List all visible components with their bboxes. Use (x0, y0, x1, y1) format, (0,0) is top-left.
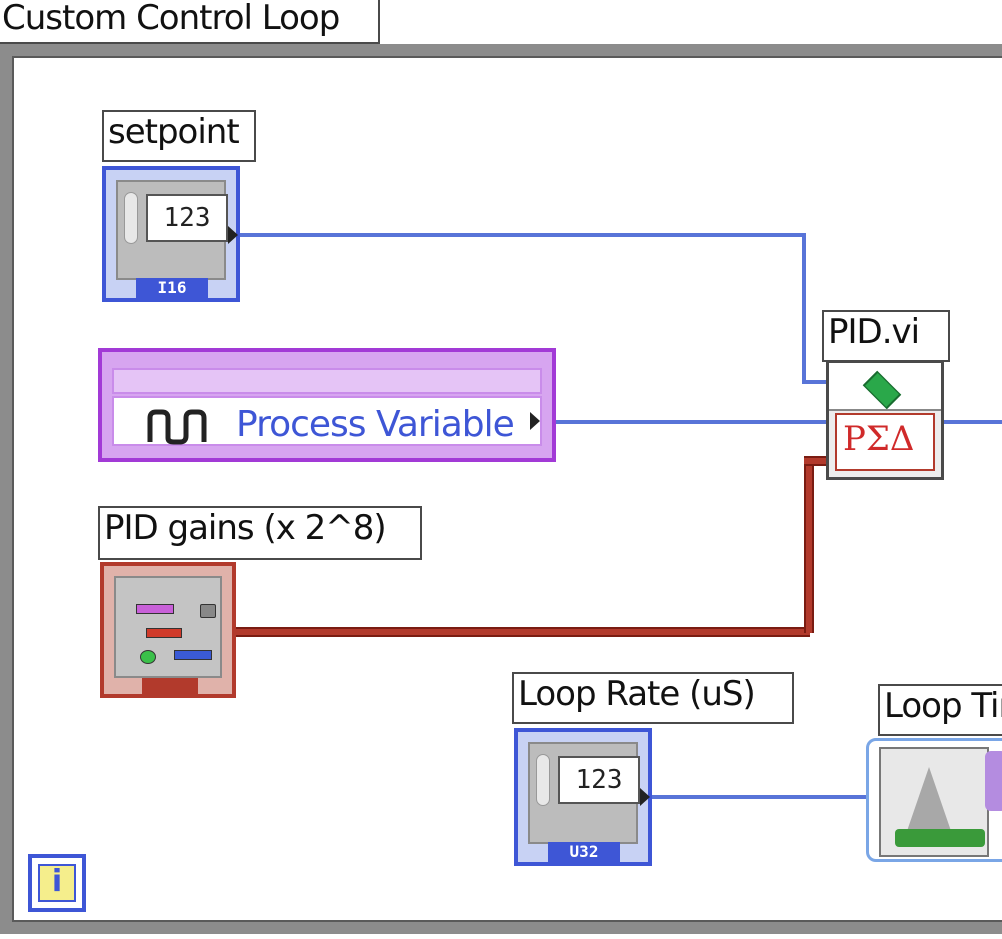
loop-rate-control-body: 123 (528, 742, 640, 844)
setpoint-label: setpoint (102, 110, 256, 162)
cluster-element-red (146, 628, 182, 638)
pid-vi-node[interactable]: PΣΔ (826, 360, 944, 480)
pid-gains-wire-h2[interactable] (804, 456, 828, 466)
pid-gains-wire-v[interactable] (804, 458, 814, 633)
numeric-knob-icon (536, 754, 550, 806)
cluster-element-blue (174, 650, 212, 660)
pid-gains-type-tag (142, 678, 198, 694)
loop-rate-type-tag: U32 (548, 842, 620, 862)
loop-rate-display: 123 (558, 756, 640, 804)
io-node-header-strip (112, 368, 542, 394)
cluster-element-grey (200, 604, 216, 618)
pid-gains-wire-h1[interactable] (236, 627, 810, 637)
loop-title: Custom Control Loop (0, 0, 380, 44)
timed-loop-border (12, 56, 1002, 922)
pid-output-wire[interactable] (944, 420, 1002, 424)
iteration-terminal[interactable]: i (28, 854, 86, 912)
metronome-icon (907, 767, 951, 831)
loop-rate-control[interactable]: 123 U32 (514, 728, 652, 866)
loop-rate-output-terminal[interactable] (640, 788, 650, 806)
loop-rate-label: Loop Rate (uS) (512, 672, 794, 724)
setpoint-output-terminal[interactable] (228, 226, 238, 244)
process-variable-wire[interactable] (556, 420, 828, 424)
loop-timer-face (879, 747, 989, 857)
numeric-knob-icon (124, 192, 138, 244)
pid-gains-control[interactable] (100, 562, 236, 698)
loop-timer-label: Loop Timer (878, 684, 1002, 736)
pid-vi-icon-box: PΣΔ (835, 413, 935, 471)
setpoint-type-tag: I16 (136, 278, 208, 298)
pid-gains-cluster-body (114, 576, 222, 678)
cluster-element-pink (136, 604, 174, 614)
pid-vi-label: PID.vi (822, 310, 950, 362)
setpoint-control-body: 123 (116, 180, 228, 280)
process-variable-label: Process Variable (236, 404, 515, 445)
setpoint-wire-h1[interactable] (240, 233, 804, 237)
loop-rate-wire[interactable] (650, 795, 868, 799)
iteration-i-icon: i (38, 864, 76, 902)
pid-gains-label: PID gains (x 2^8) (98, 506, 422, 560)
setpoint-control[interactable]: 123 I16 (102, 166, 240, 302)
pid-vi-header (829, 363, 941, 411)
setpoint-wire-v[interactable] (802, 233, 806, 383)
io-node-body: Process Variable (112, 396, 542, 446)
setpoint-display: 123 (146, 194, 228, 242)
setpoint-wire-h2[interactable] (802, 380, 828, 384)
pid-glyph-icon: PΣΔ (843, 419, 915, 459)
process-variable-output-terminal[interactable] (530, 412, 540, 430)
waveform-icon (147, 409, 207, 445)
timer-config-icon (985, 751, 1002, 811)
process-variable-io-node[interactable]: Process Variable (98, 348, 556, 462)
ground-icon (895, 829, 985, 847)
cluster-element-green (140, 650, 156, 664)
loop-timer-node[interactable] (866, 738, 1002, 862)
diamond-icon (862, 370, 902, 410)
